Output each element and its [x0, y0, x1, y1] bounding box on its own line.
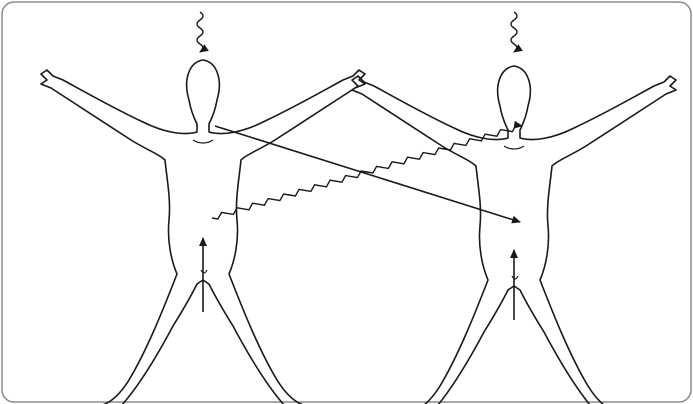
frame-border: [2, 2, 691, 402]
diagram-canvas: [0, 0, 693, 404]
diagram-frame: [0, 0, 693, 404]
